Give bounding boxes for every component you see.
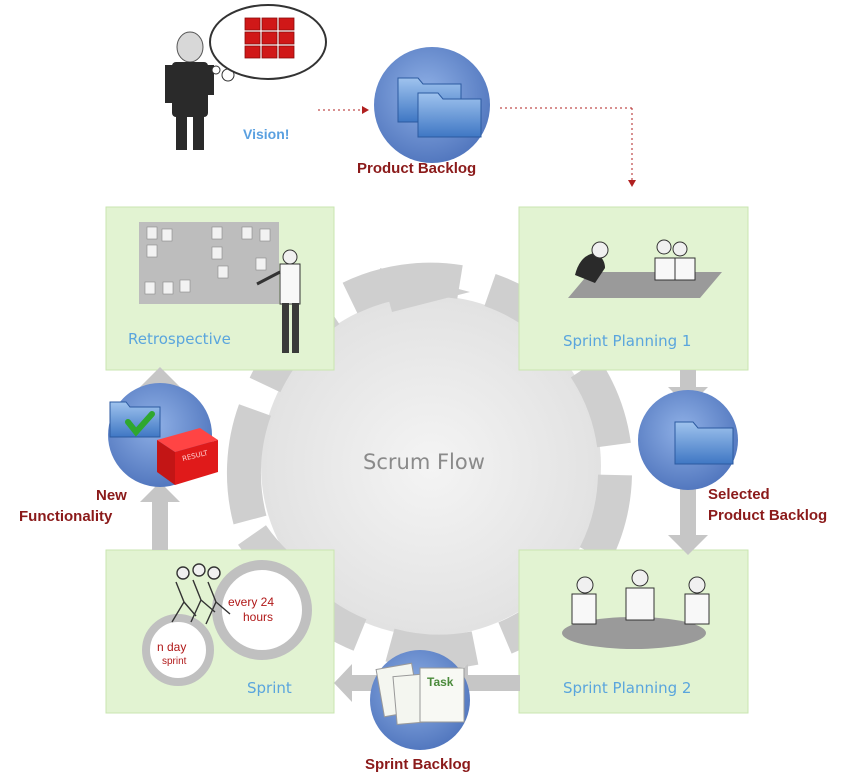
n-day-line1: n day [157,640,187,654]
folder-icon [397,77,482,138]
selected-label-line2: Product Backlog [708,507,828,524]
sprint-planning-1-label: Sprint Planning 1 [563,332,692,350]
flow-arrow-down-2 [668,478,708,555]
sprint-planning-2-label: Sprint Planning 2 [563,679,692,697]
sticky-notes [144,226,271,295]
task-cards-icon [375,662,465,726]
task-label: Task [427,675,454,689]
every-24-line1: every 24 [228,595,275,609]
thought-bubble-icon [209,4,327,82]
connector-arrow-2 [628,180,636,187]
sprint-backlog-label: Sprint Backlog [365,756,471,773]
meeting-people-icon [568,239,722,298]
meeting-people-icon [562,569,710,649]
folder-icon [109,401,161,438]
person-icon [165,31,214,150]
new-functionality-line1: New [96,487,127,504]
vision-label: Vision! [243,126,290,142]
center-circle [261,296,601,636]
new-functionality-line2: Functionality [19,508,113,525]
selected-label-line1: Selected [708,486,770,503]
flow-arrow-up-1 [140,482,180,550]
n-day-line2: sprint [162,656,187,667]
sprint-label: Sprint [247,679,292,697]
retrospective-label: Retrospective [128,330,231,348]
sprint-cycle-icon [142,560,312,686]
folder-icon [674,421,734,465]
product-backlog-label: Product Backlog [357,160,477,177]
presenter-icon [256,249,301,353]
connector-arrow-1 [362,106,369,114]
vision-connector [318,107,633,180]
result-box-icon [157,428,218,485]
every-24-line2: hours [243,610,274,624]
running-people-icon [171,563,231,625]
center-title: Scrum Flow [363,450,485,474]
ring-arrow-head [380,268,470,312]
checkmark-icon [125,411,155,437]
